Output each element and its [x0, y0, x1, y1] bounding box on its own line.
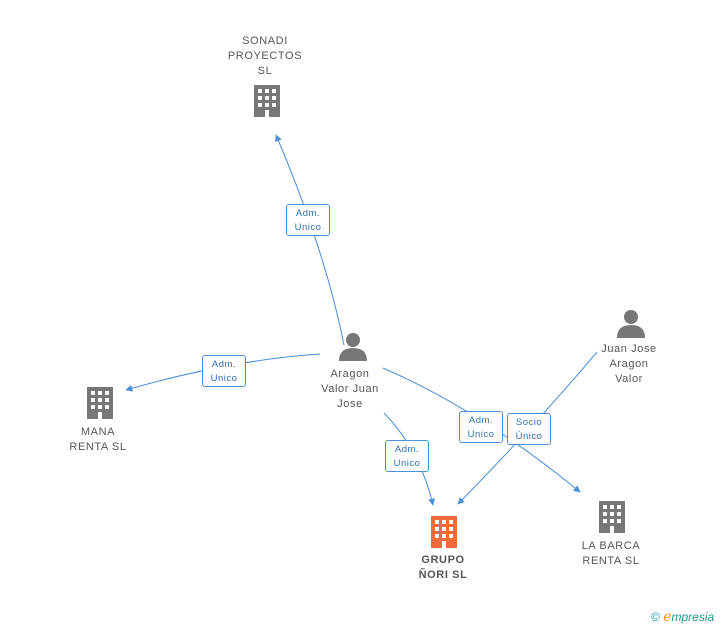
edge-label-to-grupo: Adm. Unico	[385, 440, 429, 472]
edge-label-socio: Socio Único	[507, 413, 551, 445]
person-icon	[339, 333, 367, 361]
brand-logo-e: e	[663, 609, 672, 625]
edge-label-to-sonadi: Adm. Unico	[286, 204, 330, 236]
brand-name: mpresia	[671, 610, 715, 624]
building-icon	[254, 85, 280, 117]
empresia-brand: © empresia	[651, 609, 714, 625]
node-label-grupo: GRUPO ÑORI SL	[418, 554, 468, 581]
node-label-juan-jose: Juan Jose Aragon Valor	[601, 343, 657, 385]
node-label-sonadi: SONADI PROYECTOS SL	[227, 35, 303, 77]
person-icon	[617, 310, 645, 338]
edge-to-sonadi	[275, 134, 345, 346]
copyright-symbol: ©	[651, 610, 660, 624]
building-icon	[599, 501, 625, 533]
building-icon	[431, 516, 457, 548]
building-icon	[87, 387, 113, 419]
edge-label-to-la-barca: Adm. Unico	[459, 411, 503, 443]
edge-label-to-mana: Adm. Unico	[202, 355, 246, 387]
node-label-mana: MANA RENTA SL	[69, 426, 127, 453]
node-label-aragon-valor: Aragon Valor Juan Jose	[321, 368, 379, 410]
node-label-la-barca: LA BARCA RENTA SL	[581, 540, 641, 567]
